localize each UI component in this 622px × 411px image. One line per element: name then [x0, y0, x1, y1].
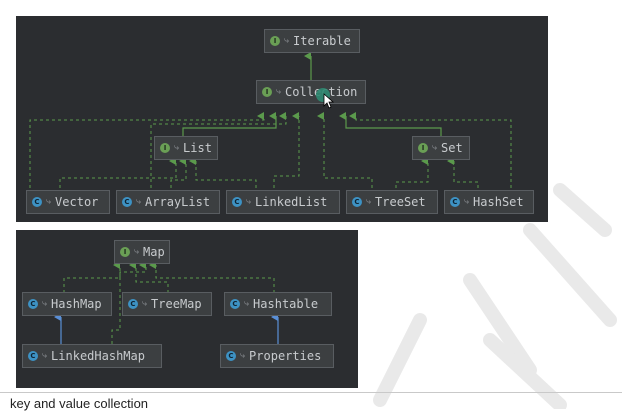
node-iterable[interactable]: I ⤷ Iterable	[264, 29, 360, 53]
node-collection[interactable]: I ⤷ Collection	[256, 80, 366, 104]
node-label: Hashtable	[253, 297, 319, 311]
class-icon: C	[450, 197, 460, 207]
divider	[0, 392, 622, 393]
node-label: TreeSet	[375, 195, 426, 209]
edge-vector-list	[59, 157, 177, 194]
map-diagram-panel: I ⤷ Map C ⤷ HashMap C ⤷ TreeMap C ⤷ Hash…	[16, 230, 358, 388]
edge-hashset-set	[447, 157, 479, 194]
package-visibility-icon: ⤷	[276, 87, 282, 97]
node-label: HashMap	[51, 297, 102, 311]
interface-icon: I	[160, 143, 170, 153]
node-label: ArrayList	[145, 195, 211, 209]
node-label: Map	[143, 245, 165, 259]
package-visibility-icon: ⤷	[432, 143, 438, 153]
edge-hashmap-map	[63, 261, 121, 293]
node-hashmap[interactable]: C ⤷ HashMap	[22, 292, 112, 316]
node-hashset[interactable]: C ⤷ HashSet	[444, 190, 534, 214]
class-icon: C	[28, 299, 38, 309]
node-vector[interactable]: C ⤷ Vector	[26, 190, 110, 214]
package-visibility-icon: ⤷	[284, 36, 290, 46]
edge-treemap-map	[129, 261, 169, 293]
map-edges	[54, 261, 279, 344]
edge-hashset-collection	[349, 112, 512, 194]
package-visibility-icon: ⤷	[464, 197, 470, 207]
node-label: Properties	[249, 349, 322, 363]
edge-arraylist-list	[170, 157, 187, 194]
node-arraylist[interactable]: C ⤷ ArrayList	[116, 190, 220, 214]
edge-treeset-collection	[317, 112, 373, 194]
edge-list-collection	[182, 112, 277, 136]
class-icon: C	[230, 299, 240, 309]
interface-icon: I	[120, 247, 130, 257]
class-icon: C	[128, 299, 138, 309]
interface-icon: I	[418, 143, 428, 153]
interface-icon: I	[270, 36, 280, 46]
edge-vector-collection	[29, 112, 265, 194]
interface-icon: I	[262, 87, 272, 97]
node-label: LinkedHashMap	[51, 349, 145, 363]
node-map[interactable]: I ⤷ Map	[114, 240, 170, 264]
node-linkedhashmap[interactable]: C ⤷ LinkedHashMap	[22, 344, 162, 368]
node-set[interactable]: I ⤷ Set	[412, 136, 470, 160]
mouse-pointer-icon	[323, 93, 335, 109]
package-visibility-icon: ⤷	[136, 197, 142, 207]
package-visibility-icon: ⤷	[174, 143, 180, 153]
class-icon: C	[352, 197, 362, 207]
class-icon: C	[122, 197, 132, 207]
node-treeset[interactable]: C ⤷ TreeSet	[346, 190, 438, 214]
node-list[interactable]: I ⤷ List	[154, 136, 218, 160]
edge-set-collection	[339, 112, 442, 136]
package-visibility-icon: ⤷	[42, 299, 48, 309]
caption-text: key and value collection	[10, 396, 149, 411]
edge-hashtable-map	[149, 261, 275, 293]
collection-edges	[29, 52, 512, 194]
package-visibility-icon: ⤷	[240, 351, 246, 361]
package-visibility-icon: ⤷	[42, 351, 48, 361]
node-label: List	[183, 141, 212, 155]
class-icon: C	[32, 197, 42, 207]
package-visibility-icon: ⤷	[246, 197, 252, 207]
node-label: Vector	[55, 195, 99, 209]
watermark-graphic	[373, 183, 617, 409]
package-visibility-icon: ⤷	[142, 299, 148, 309]
edge-linkedlist-collection	[273, 112, 300, 194]
node-linkedlist[interactable]: C ⤷ LinkedList	[226, 190, 340, 214]
node-label: HashSet	[473, 195, 524, 209]
package-visibility-icon: ⤷	[134, 247, 140, 257]
package-visibility-icon: ⤷	[366, 197, 372, 207]
package-visibility-icon: ⤷	[46, 197, 52, 207]
edge-linkedhashmap-map	[111, 261, 147, 344]
node-label: LinkedList	[255, 195, 328, 209]
package-visibility-icon: ⤷	[244, 299, 250, 309]
edge-linkedlist-list	[189, 157, 257, 194]
node-properties[interactable]: C ⤷ Properties	[220, 344, 334, 368]
collection-diagram-panel: I ⤷ Iterable I ⤷ Collection I ⤷ List I ⤷…	[16, 16, 548, 222]
node-treemap[interactable]: C ⤷ TreeMap	[122, 292, 212, 316]
node-label: Set	[441, 141, 463, 155]
node-label: Iterable	[293, 34, 351, 48]
class-icon: C	[232, 197, 242, 207]
class-icon: C	[28, 351, 38, 361]
edge-treeset-set	[395, 157, 429, 194]
class-icon: C	[226, 351, 236, 361]
node-label: TreeMap	[151, 297, 202, 311]
node-hashtable[interactable]: C ⤷ Hashtable	[224, 292, 332, 316]
